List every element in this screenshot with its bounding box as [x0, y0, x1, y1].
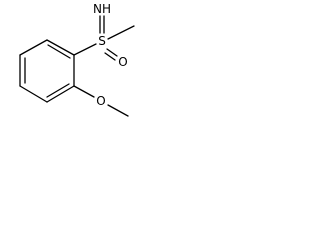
sulfur-oxo-double-bond — [104, 52, 116, 61]
imino-label: NH — [93, 2, 111, 16]
sulfur-label: S — [98, 34, 106, 48]
ring-to-oxygen-bond — [73, 85, 95, 98]
sulfur-oxo-double-bond — [106, 48, 118, 57]
ring-to-sulfur-bond — [73, 43, 97, 56]
ring-bond — [19, 39, 48, 56]
methoxy-group: O — [73, 85, 129, 117]
ring-double-bond-inner — [46, 83, 70, 98]
ring-bond — [46, 39, 75, 56]
oxygen-methyl-bond — [107, 104, 129, 117]
sulfoximine-group: NH S O — [73, 2, 135, 69]
sulfur-methyl-bond — [107, 25, 135, 40]
ether-oxygen-label: O — [96, 94, 105, 108]
ring-bond — [19, 85, 48, 103]
ring-double-bond-inner — [47, 44, 71, 59]
chemical-structure: NH S O O — [19, 2, 135, 117]
benzene-ring — [19, 39, 75, 103]
oxo-label: O — [118, 55, 127, 69]
ring-bond — [46, 85, 75, 103]
